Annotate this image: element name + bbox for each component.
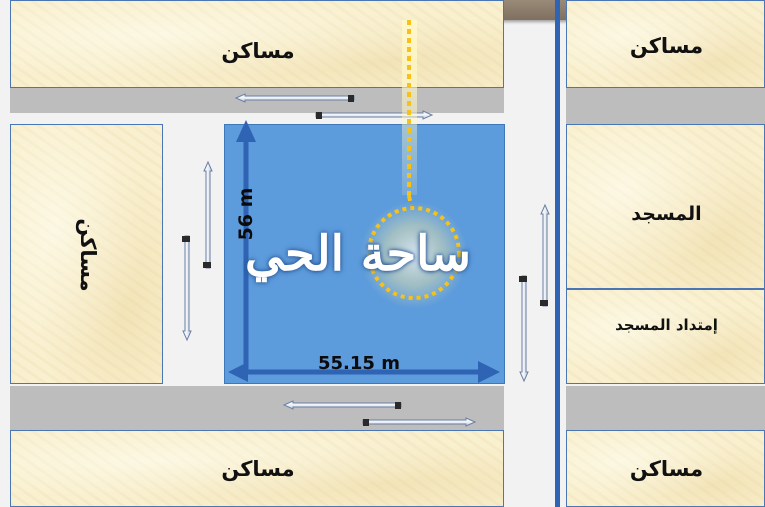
double-line-arrow-icon: [234, 93, 355, 103]
double-line-arrow-icon: [519, 275, 529, 383]
residential-block-bottom-left: مساكن: [10, 430, 504, 507]
square-title: ساحة الحي: [245, 226, 471, 282]
double-line-arrow-icon: [203, 160, 213, 269]
road-divider: [555, 0, 560, 507]
road-shadow-right-bottom: [566, 386, 765, 430]
pointer-beam: [402, 20, 417, 195]
block-label-top-right: مساكن: [629, 34, 704, 58]
residential-block-top-right: مساكن: [566, 0, 765, 88]
residential-block-top-left: مساكن: [10, 0, 504, 88]
double-line-arrow-icon: [282, 400, 402, 410]
double-line-arrow-icon: [182, 235, 192, 342]
block-label-mosque: المسجد: [631, 203, 702, 225]
highlight-glow: [360, 201, 468, 309]
mosque-extension-block: إمتداد المسجد: [566, 289, 765, 384]
block-label-top-left: مساكن: [221, 39, 295, 63]
double-line-arrow-icon: [540, 203, 550, 307]
road-shadow-right-top: [566, 88, 765, 124]
residential-block-left: مساكن: [10, 124, 163, 384]
square-width-label: 55.15 m: [318, 353, 400, 374]
height-dimension-arrow: [236, 120, 256, 372]
block-label-bottom-right: مساكن: [629, 457, 704, 481]
block-label-mosque-extension: إمتداد المسجد: [615, 316, 718, 334]
double-line-arrow-icon: [362, 417, 477, 427]
width-dimension-arrow: [228, 361, 500, 383]
highlight-circle: [367, 206, 461, 300]
block-label-bottom-left: مساكن: [221, 457, 295, 481]
pointer-line-tail: [407, 195, 413, 206]
mosque-block: المسجد: [566, 124, 765, 289]
